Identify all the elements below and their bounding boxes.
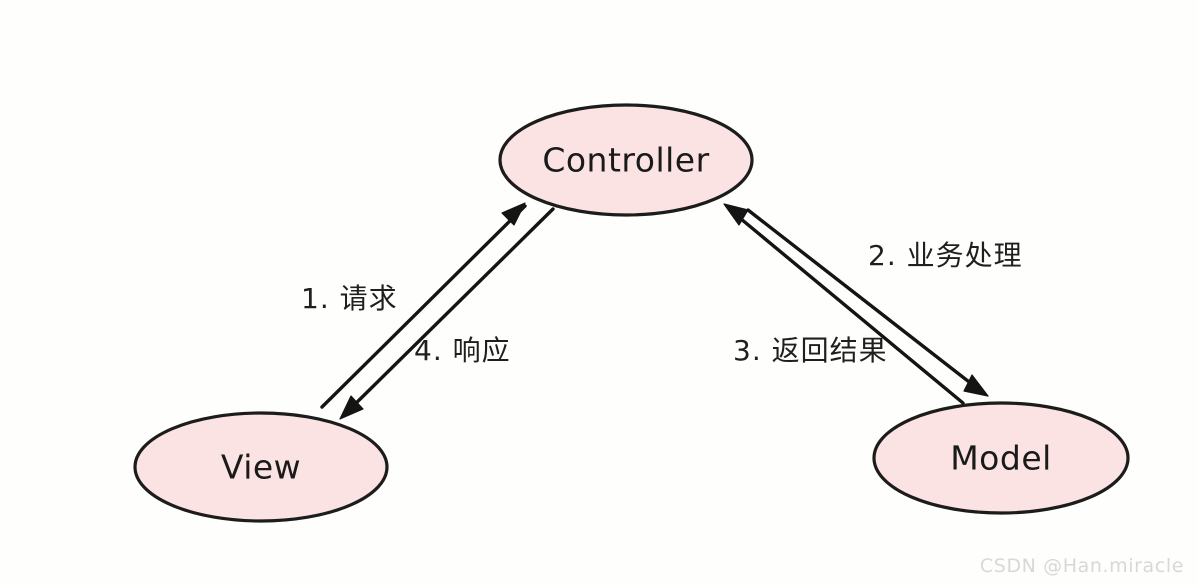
view-ellipse[interactable] [133, 411, 389, 523]
node-view[interactable]: View [133, 411, 389, 523]
edge-result-arrowhead-icon [723, 203, 749, 226]
edge-business-line [746, 208, 984, 394]
edge-business [746, 208, 989, 397]
edge-request-arrowhead-icon [501, 202, 526, 226]
view-label: View [221, 448, 301, 487]
edge-response-label: 4. 响应 [414, 334, 511, 367]
edge-request-label: 1. 请求 [301, 282, 398, 315]
edge-business-arrowhead-icon [963, 374, 989, 397]
edge-result [723, 203, 965, 405]
edge-result-line [727, 207, 965, 405]
controller-label: Controller [542, 141, 709, 180]
edge-response-arrowhead-icon [339, 395, 364, 420]
watermark: CSDN @Han.miracle [979, 555, 1184, 577]
edge-result-label: 3. 返回结果 [733, 334, 888, 367]
edge-request [320, 202, 527, 409]
node-model[interactable]: Model [872, 401, 1130, 515]
edge-business-label: 2. 业务处理 [868, 239, 1023, 272]
model-label: Model [950, 439, 1052, 478]
edge-request-line [320, 204, 527, 409]
controller-ellipse[interactable] [498, 103, 754, 217]
node-controller[interactable]: Controller [498, 103, 754, 217]
edge-response-line [343, 207, 555, 416]
edge-response [339, 207, 555, 420]
model-ellipse[interactable] [872, 401, 1130, 515]
